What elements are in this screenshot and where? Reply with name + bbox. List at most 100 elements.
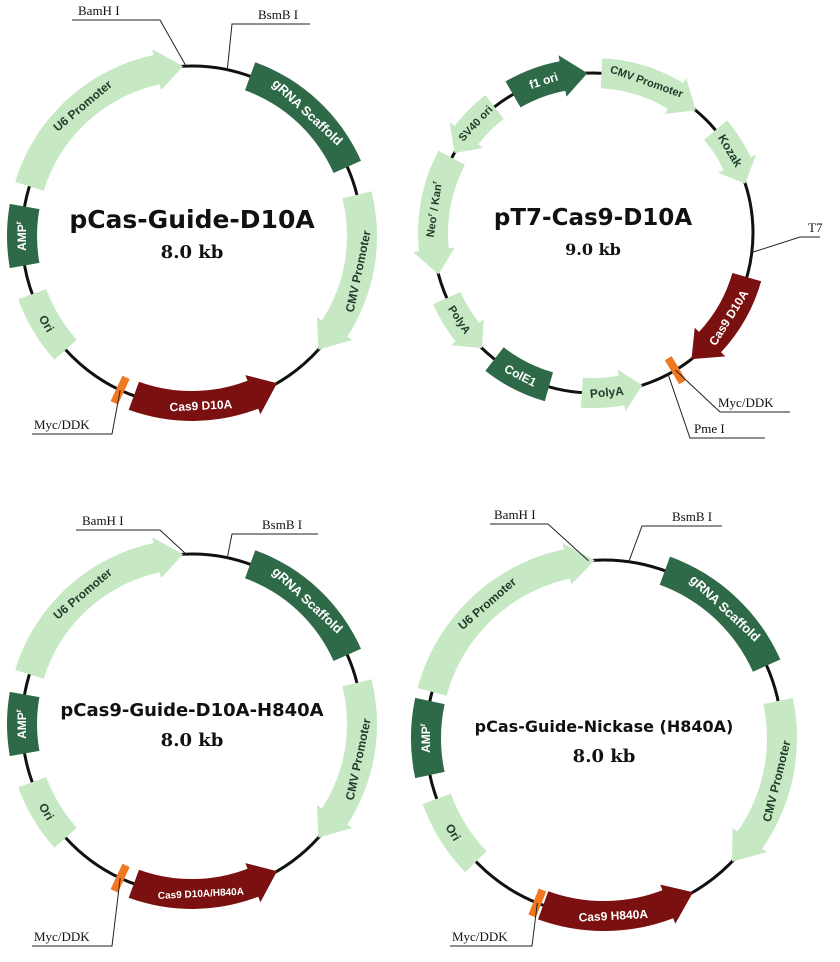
feature-cas9-d10a: Cas9 D10A bbox=[128, 375, 277, 421]
site-label: Myc/DDK bbox=[718, 395, 774, 410]
site-bamh-i: BamH I bbox=[490, 507, 589, 562]
site-bamh-i: BamH I bbox=[76, 513, 187, 555]
feature-arrow bbox=[505, 55, 588, 108]
site-label: Pme I bbox=[694, 421, 725, 436]
feature-arrow bbox=[15, 537, 184, 679]
feature-cole1: ColE1 bbox=[485, 347, 553, 402]
feature-cmv-promoter: CMV Promoter bbox=[732, 697, 798, 862]
plasmid-name: pCas-Guide-Nickase (H840A) bbox=[475, 717, 734, 736]
feature-arrow bbox=[6, 203, 40, 269]
feature-arrow bbox=[449, 95, 504, 153]
myc-ddk-tick bbox=[110, 863, 130, 893]
feature-cas9-h840a: Cas9 H840A bbox=[538, 884, 693, 932]
myc-ddk-tick bbox=[110, 375, 130, 405]
site-label: BsmB I bbox=[258, 7, 298, 22]
feature-label: gRNA Scaffold bbox=[270, 75, 346, 148]
feature-u6-promoter: U6 Promoter bbox=[15, 49, 184, 191]
feature-ori: Ori bbox=[18, 289, 77, 360]
site-bsmb-i: BsmB I bbox=[628, 509, 722, 562]
site-myc-ddk: Myc/DDK bbox=[664, 356, 790, 413]
feature-label: PolyA bbox=[589, 384, 624, 401]
feature-arrow bbox=[485, 347, 553, 402]
site-label: T7 bbox=[808, 220, 823, 235]
site-leader-line bbox=[667, 374, 765, 439]
plasmid-size: 8.0 kb bbox=[161, 730, 224, 751]
feature-label: Cas9 D10A/H840A bbox=[158, 886, 245, 901]
site-leader-line bbox=[628, 525, 722, 562]
feature-u6-promoter: U6 Promoter bbox=[15, 537, 184, 679]
feature-polya: PolyA bbox=[433, 292, 484, 349]
feature-arrow bbox=[422, 793, 487, 873]
feature-grna-scaffold: gRNA Scaffold bbox=[245, 62, 361, 174]
plasmid-size: 9.0 kb bbox=[565, 240, 621, 259]
feature-arrow bbox=[433, 292, 484, 349]
site-leader-line bbox=[226, 23, 310, 70]
site-label: BamH I bbox=[78, 3, 120, 18]
site-leader-line bbox=[32, 878, 121, 947]
plasmid-name: pCas9-Guide-D10A-H840A bbox=[60, 700, 323, 721]
feature-label: gRNA Scaffold bbox=[687, 571, 763, 644]
feature-cmv-promoter: CMV Promoter bbox=[317, 191, 378, 350]
site-label: Myc/DDK bbox=[34, 417, 90, 432]
feature-cas9-d10a-h840a: Cas9 D10A/H840A bbox=[128, 863, 277, 909]
site-label: Myc/DDK bbox=[452, 929, 508, 944]
feature-arrow bbox=[691, 273, 762, 360]
feature-arrow bbox=[128, 863, 277, 909]
feature-label: AMPr bbox=[14, 709, 30, 739]
site-leader-line bbox=[32, 390, 121, 435]
feature-arrow bbox=[18, 289, 77, 360]
site-myc-ddk: Myc/DDK bbox=[450, 888, 547, 947]
feature-arrow bbox=[659, 556, 781, 672]
site-leader-line bbox=[450, 902, 538, 947]
feature-arrow bbox=[410, 697, 445, 779]
site-leader-line bbox=[490, 523, 589, 562]
feature-arrow bbox=[317, 679, 378, 838]
feature-arrow bbox=[417, 543, 595, 696]
feature-amp: AMPr bbox=[6, 691, 40, 757]
feature-polya: PolyA bbox=[580, 369, 643, 412]
site-label: Myc/DDK bbox=[34, 929, 90, 944]
site-pme-i: Pme I bbox=[667, 374, 765, 439]
site-leader-line bbox=[675, 369, 790, 413]
feature-ori: Ori bbox=[422, 793, 487, 873]
feature-amp: AMPr bbox=[6, 203, 40, 269]
site-bsmb-i: BsmB I bbox=[226, 517, 318, 558]
site-bamh-i: BamH I bbox=[72, 3, 187, 67]
plasmid-name: pCas-Guide-D10A bbox=[69, 205, 315, 234]
feature-arrow bbox=[704, 120, 757, 184]
feature-arrow bbox=[580, 369, 643, 412]
feature-amp: AMPr bbox=[410, 697, 445, 779]
site-bsmb-i: BsmB I bbox=[226, 7, 310, 70]
feature-cas9-d10a: Cas9 D10A bbox=[691, 273, 762, 360]
feature-arrow bbox=[413, 150, 465, 275]
feature-arrow bbox=[245, 550, 361, 661]
feature-arrow bbox=[600, 58, 696, 114]
feature-label: AMPr bbox=[14, 221, 30, 251]
feature-ori: Ori bbox=[18, 777, 77, 848]
feature-grna-scaffold: gRNA Scaffold bbox=[659, 556, 781, 672]
plasmid-name: pT7-Cas9-D10A bbox=[494, 205, 692, 231]
feature-arrow bbox=[732, 697, 798, 862]
feature-arrow bbox=[245, 62, 361, 174]
feature-label: gRNA Scaffold bbox=[270, 563, 346, 636]
site-leader-line bbox=[226, 533, 318, 558]
feature-sv40-ori: SV40 ori bbox=[449, 95, 504, 153]
feature-grna-scaffold: gRNA Scaffold bbox=[245, 550, 361, 661]
site-label: BsmB I bbox=[672, 509, 712, 524]
feature-neo: Neor / Kanr bbox=[413, 150, 465, 275]
site-leader-line bbox=[76, 529, 187, 555]
feature-arrow bbox=[6, 691, 40, 757]
feature-label: AMPr bbox=[418, 723, 434, 753]
site-myc-ddk: Myc/DDK bbox=[32, 375, 130, 435]
feature-f1-ori: f1 ori bbox=[505, 55, 588, 108]
feature-arrow bbox=[538, 884, 693, 932]
plasmid-size: 8.0 kb bbox=[573, 746, 636, 767]
feature-label: Cas9 H840A bbox=[578, 907, 648, 925]
feature-cmv-promoter: CMV Promoter bbox=[600, 58, 696, 114]
feature-u6-promoter: U6 Promoter bbox=[417, 543, 595, 696]
